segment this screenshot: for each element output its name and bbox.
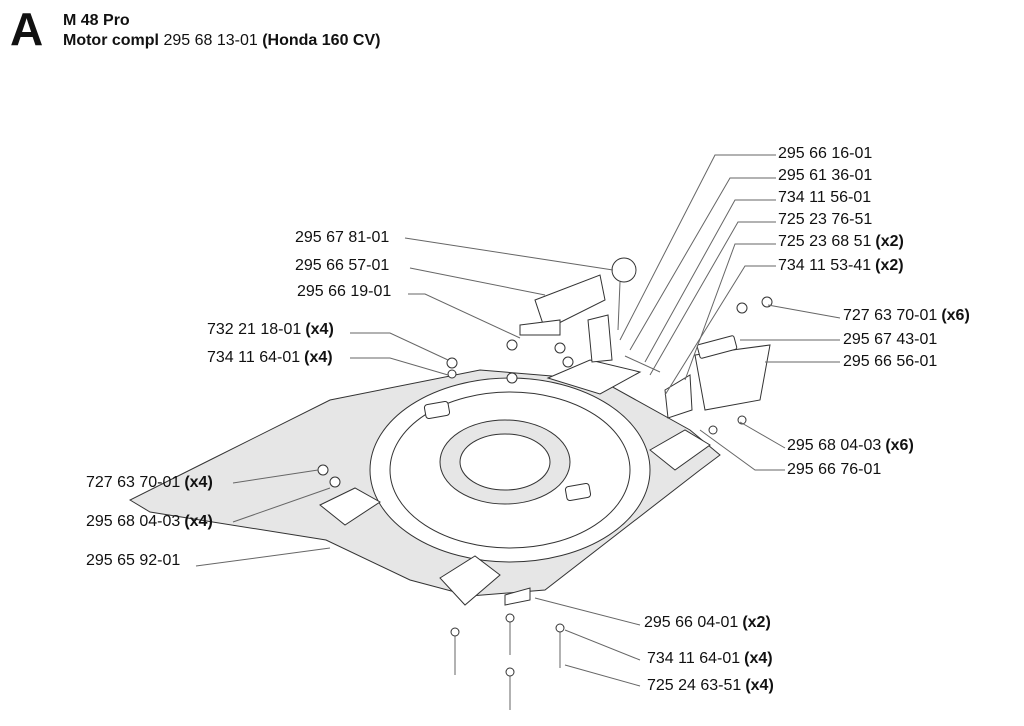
part-label: 727 63 70-01(x4)	[86, 474, 213, 491]
part-label: 725 23 76-51	[778, 211, 873, 228]
part-label: 295 68 04-03(x4)	[86, 513, 213, 530]
height-adjust-assembly	[519, 257, 771, 419]
part-label: 725 23 68 51(x2)	[778, 233, 904, 250]
part-label: 295 66 57-01	[295, 257, 390, 274]
mower-deck	[128, 359, 721, 606]
model-name: M 48 Pro	[63, 12, 130, 29]
part-label: 295 66 76-01	[787, 461, 882, 478]
part-label: 725 24 63-51(x4)	[647, 677, 774, 694]
fasteners	[317, 296, 773, 710]
leader-lines	[195, 154, 841, 687]
part-label: 734 11 64-01(x4)	[207, 349, 333, 366]
part-label: 295 67 43-01	[843, 331, 938, 348]
page-title: M 48 Pro Motor compl 295 68 13-01 (Honda…	[63, 11, 380, 51]
part-label: 734 11 56-01	[778, 189, 872, 206]
section-letter: A	[10, 3, 44, 55]
part-label: 734 11 64-01(x4)	[647, 650, 773, 667]
part-label: 727 63 70-01(x6)	[843, 307, 970, 324]
assembly-label: Motor compl	[63, 32, 159, 49]
part-label: 295 66 19-01	[297, 283, 392, 300]
part-label: 295 66 16-01	[778, 145, 873, 162]
engine-label: (Honda 160 CV)	[262, 32, 381, 49]
part-label: 295 65 92-01	[86, 552, 181, 569]
part-label: 295 68 04-03(x6)	[787, 437, 914, 454]
part-label: 734 11 53-41(x2)	[778, 257, 904, 274]
part-label: 295 66 04-01(x2)	[644, 614, 771, 631]
part-label: 732 21 18-01(x4)	[207, 321, 334, 338]
part-label: 295 67 81-01	[295, 229, 390, 246]
assembly-line: Motor compl 295 68 13-01 (Honda 160 CV)	[63, 31, 380, 51]
part-label: 295 66 56-01	[843, 353, 938, 370]
assembly-number: 295 68 13-01	[163, 32, 258, 49]
part-label: 295 61 36-01	[778, 167, 873, 184]
